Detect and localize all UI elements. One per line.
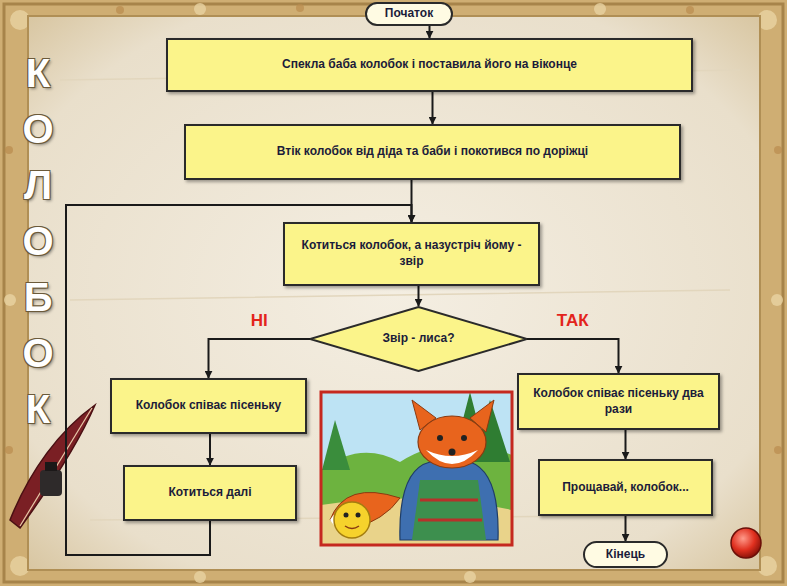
edge-label: НІ	[248, 311, 271, 331]
connector	[527, 339, 619, 373]
node-text: Прощавай, колобок...	[554, 476, 697, 500]
node-text: Колобок співає пісеньку	[128, 394, 290, 418]
decision-diamond: Звір - лиса?	[310, 306, 527, 372]
process-box: Прощавай, колобок...	[538, 459, 713, 516]
process-box: Спекла баба колобок і поставила його на …	[166, 38, 693, 92]
node-text: Початок	[379, 5, 439, 23]
connector	[209, 434, 211, 465]
process-box: Втік колобок від діда та баби і покотивс…	[184, 124, 681, 180]
process-box: Колобок співає пісеньку два рази	[517, 373, 720, 430]
node-text: Кінець	[600, 546, 651, 564]
node-text: Колобок співає пісеньку два рази	[519, 382, 718, 421]
connector	[429, 26, 431, 38]
connector	[625, 516, 627, 541]
connector	[625, 430, 627, 459]
node-text: Спекла баба колобок і поставила його на …	[274, 53, 585, 77]
edge-label: ТАК	[554, 311, 592, 331]
connector	[432, 92, 434, 124]
start-terminal: Початок	[365, 2, 453, 26]
connector	[418, 286, 420, 306]
connector	[209, 339, 311, 378]
node-text: Втік колобок від діда та баби і покотивс…	[269, 140, 596, 164]
node-text: Котиться далі	[160, 481, 259, 505]
node-text: Котиться колобок, а назустріч йому - зві…	[285, 234, 538, 273]
end-terminal: Кінець	[583, 541, 668, 568]
node-text: Звір - лиса?	[370, 329, 466, 349]
process-box: Колобок співає пісеньку	[110, 378, 307, 434]
title: КОЛОБОК	[18, 45, 58, 437]
process-box: Котиться колобок, а назустріч йому - зві…	[283, 222, 540, 286]
process-box: Котиться далі	[123, 465, 297, 521]
